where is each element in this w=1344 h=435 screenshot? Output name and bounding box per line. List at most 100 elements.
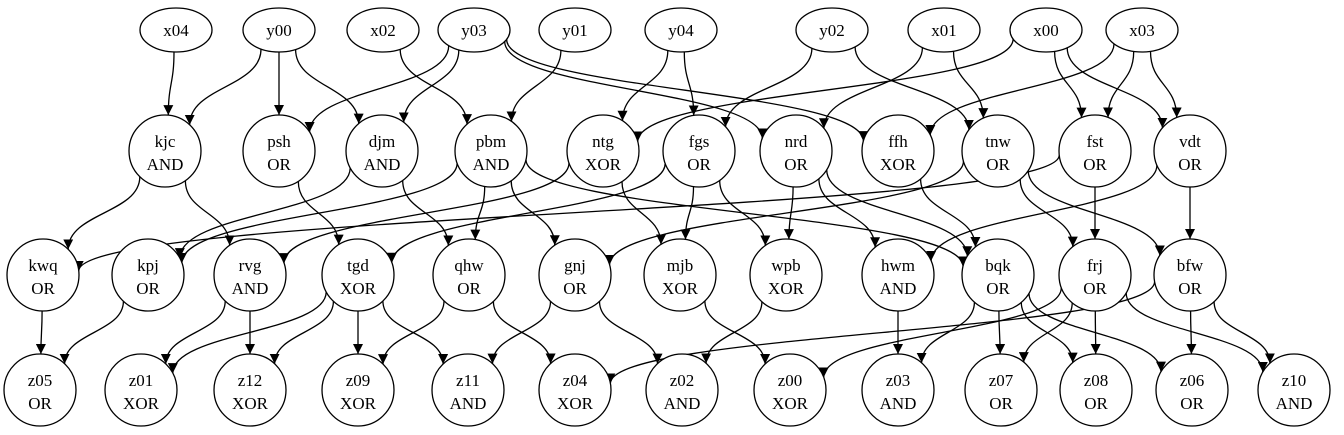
edge-arrow [1213,301,1275,364]
edge-arrow [399,49,472,125]
edge-arrow [269,301,335,364]
edge-djm-kpj [174,167,351,259]
edge-arrow [617,50,669,121]
edge-x03-fst [1103,51,1135,118]
node-id-label: z06 [1180,371,1205,390]
edge-y00-kjc [184,49,262,125]
edge-arrow [826,169,973,257]
edge-tnw-gnj [604,161,965,265]
edge-arrow [59,301,125,364]
edge-arrow [818,47,924,129]
edge-arrow [1066,47,1168,128]
node-shape [213,353,287,427]
node-id-label: vdt [1179,132,1201,151]
node-shape [749,238,823,312]
node-id-label: z07 [989,371,1014,390]
node-gate-label: OR [1083,279,1107,298]
node-shape [346,7,420,53]
node-shape [104,353,178,427]
node-x02: x02 [346,7,420,53]
node-shape [1257,353,1331,427]
node-gate-label: XOR [662,279,699,298]
node-shape [795,7,869,53]
node-shape [1058,114,1132,188]
node-id-label: z12 [238,371,263,390]
node-id-label: y04 [668,21,694,40]
node-gate-label: OR [687,155,711,174]
edge-x01-nrd [818,47,924,129]
node-shape [644,7,718,53]
node-gate-label: AND [232,279,269,298]
node-gate-label: XOR [340,394,377,413]
node-shape [753,353,827,427]
node-shape [432,238,506,312]
edge-y02-tnw [854,46,974,130]
edge-arrow [378,300,445,365]
edge-arrow [279,162,570,264]
node-id-label: hwm [881,256,915,275]
node-shape [566,114,640,188]
node-gate-label: OR [457,279,481,298]
edge-arrow [160,301,226,364]
node-shape [454,114,528,188]
edge-arrow [386,163,666,263]
node-gate-label: OR [1180,394,1204,413]
node-gate-label: OR [986,279,1010,298]
node-shape [437,7,511,53]
node-gate-label: XOR [123,394,160,413]
edge-tnw-bfw [1027,170,1165,256]
edge-arrow [926,165,1158,261]
node-gate-label: XOR [557,394,594,413]
node-y03: y03 [437,7,511,53]
edge-rvg-z01 [160,301,226,364]
edge-arrow [925,43,1115,136]
node-shape [907,7,981,53]
node-id-label: y02 [819,21,845,40]
edge-arrow [167,291,327,374]
node-id-label: psh [267,132,291,151]
node-shape [861,114,935,188]
node-gate-label: XOR [772,394,809,413]
edge-arrow [1149,51,1182,118]
edge-vdt-hwm [926,165,1158,261]
edge-arrow [604,161,965,265]
edge-x00-vdt [1066,47,1168,128]
edge-kjc-rvg [184,180,235,246]
edge-ntg-rvg [279,162,570,264]
node-shape [242,7,316,53]
node-y00: y00 [242,7,316,53]
node-id-label: z03 [886,371,911,390]
node-shape [1058,238,1132,312]
node-y02: y02 [795,7,869,53]
node-shape [538,353,612,427]
node-id-label: x04 [163,21,189,40]
edge-arrow [683,51,699,116]
edge-arrow [504,41,768,139]
node-id-label: bfw [1177,256,1204,275]
node-gate-label: OR [136,279,160,298]
edge-nrd-hwm [818,178,881,248]
edge-x01-tnw [952,51,989,119]
edge-nrd-bqk [826,169,973,257]
edge-y03-ffh [505,39,869,142]
edge-arrow [783,186,794,240]
node-id-label: x02 [370,21,396,40]
edge-y00-djm [294,49,364,124]
node-id-label: z01 [129,371,154,390]
edge-arrow [398,49,460,123]
edge-y01-pbm [506,50,562,122]
edge-x03-vdt [1149,51,1182,118]
edge-arrow [1027,170,1165,256]
